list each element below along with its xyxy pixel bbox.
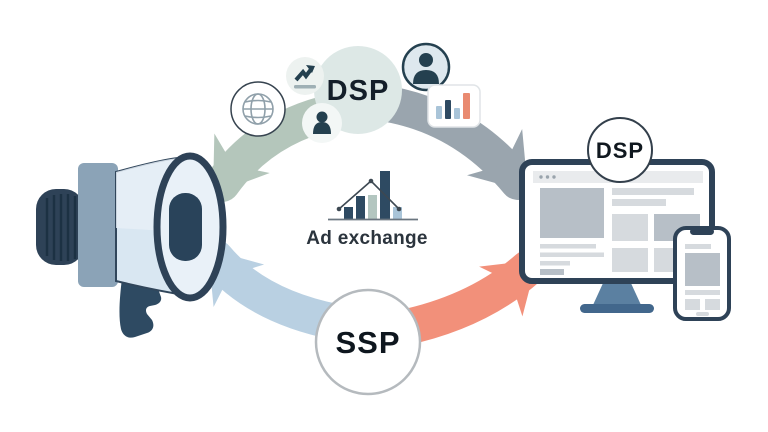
arrow-ssp-to-advertiser (198, 240, 354, 340)
publisher-dsp-badge-label: DSP (596, 138, 644, 163)
ad-exchange-label: Ad exchange (306, 228, 428, 249)
browser-dot (539, 175, 543, 179)
browser-dot (545, 175, 550, 179)
avatar-icon (401, 42, 451, 92)
browser-dot (552, 175, 556, 179)
dsp-label: DSP (327, 75, 390, 107)
monitor-base (580, 304, 654, 313)
megaphone-icon (36, 152, 227, 338)
globe-icon (230, 81, 286, 137)
phone-notch (690, 228, 714, 235)
phone-ad-placeholder (685, 253, 720, 286)
ad-exchange-node: Ad exchange (306, 171, 428, 249)
publisher-dsp-badge: DSP (587, 117, 653, 183)
arrow-dsp-to-publisher (370, 86, 536, 200)
flow-arrows (198, 86, 546, 346)
monitor-stand (593, 281, 641, 305)
hero-image-placeholder (540, 188, 604, 238)
ssp-label: SSP (335, 325, 400, 360)
bar-chart-card-icon (427, 84, 481, 128)
user-icon (302, 103, 342, 143)
ssp-node: SSP (314, 288, 422, 396)
ad-exchange-chart-icon (328, 171, 418, 221)
trend-up-icon (286, 57, 324, 95)
smartphone-icon (673, 226, 731, 321)
